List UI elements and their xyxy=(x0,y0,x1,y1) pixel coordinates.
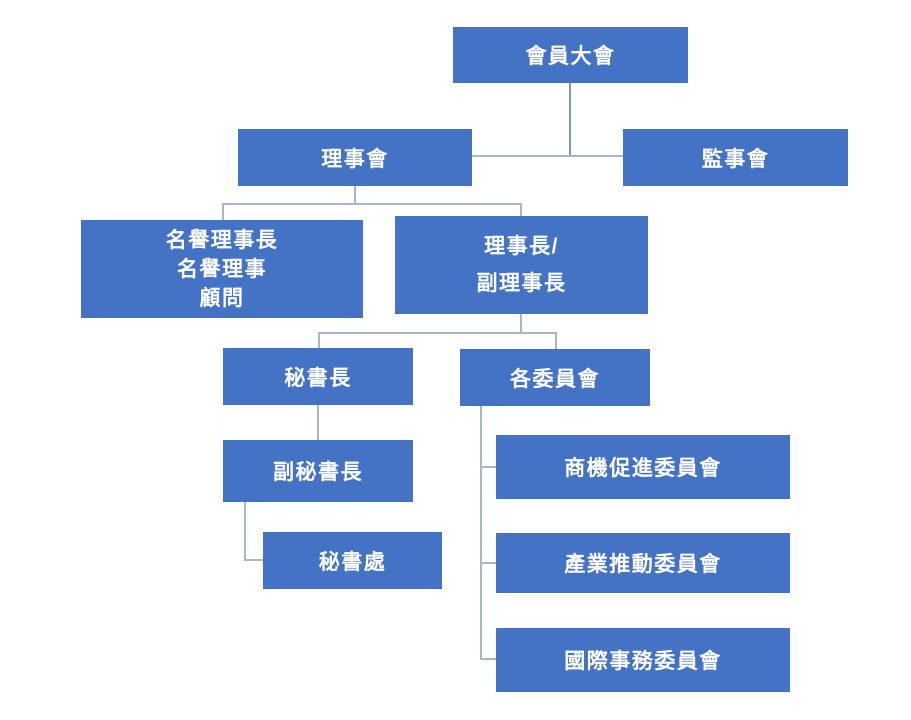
node-secretariat: 秘書處 xyxy=(263,532,442,589)
connector-committee-international-stub xyxy=(480,658,496,660)
connector-committee-industry-stub xyxy=(480,562,496,564)
node-label: 產業推動委員會 xyxy=(564,553,722,576)
connector-row3-horizontal xyxy=(222,203,522,205)
connector-secretary-general-drop xyxy=(318,332,320,348)
node-committee-international-affairs: 國際事務委員會 xyxy=(496,628,790,692)
node-deputy-secretary-general: 副秘書長 xyxy=(223,440,413,502)
node-committee-business-promotion: 商機促進委員會 xyxy=(496,435,790,499)
node-label: 副秘書長 xyxy=(273,461,363,484)
node-label: 理事長/ 副理事長 xyxy=(476,235,567,295)
connector-committee-business-stub xyxy=(480,466,496,468)
node-committees-group: 各委員會 xyxy=(460,349,650,406)
node-label: 商機促進委員會 xyxy=(564,457,722,480)
connector-honorary-drop xyxy=(222,203,224,220)
node-label: 理事會 xyxy=(321,147,389,171)
connector-chairman-down xyxy=(520,314,522,333)
node-secretary-general: 秘書長 xyxy=(223,348,413,405)
connector-row4-horizontal xyxy=(318,332,556,334)
node-committee-industry-promotion: 產業推動委員會 xyxy=(496,533,790,593)
node-chairman-vice-chairman: 理事長/ 副理事長 xyxy=(395,216,648,314)
connector-board-supervisory xyxy=(472,155,623,157)
node-label: 監事會 xyxy=(701,147,770,171)
node-honorary-advisors: 名譽理事長 名譽理事 顧問 xyxy=(81,220,363,318)
node-label: 秘書長 xyxy=(284,366,352,390)
node-supervisory-board: 監事會 xyxy=(623,129,848,186)
node-label: 秘書處 xyxy=(318,550,387,574)
node-label: 會員大會 xyxy=(525,45,616,68)
node-member-assembly: 會員大會 xyxy=(453,27,688,83)
connector-board-down xyxy=(354,186,356,204)
node-board-of-directors: 理事會 xyxy=(238,129,472,186)
connector-deputy-elbow-horizontal xyxy=(244,559,263,561)
node-label: 國際事務委員會 xyxy=(564,650,722,673)
connector-committees-spine xyxy=(480,406,482,660)
connector-committees-drop xyxy=(555,332,557,349)
node-label: 名譽理事長 名譽理事 顧問 xyxy=(165,228,279,310)
connector-assembly-down xyxy=(569,83,571,156)
connector-chairman-drop xyxy=(520,203,522,216)
node-label: 各委員會 xyxy=(510,367,600,391)
connector-deputy-elbow-vertical xyxy=(244,502,246,561)
connector-sg-to-deputy xyxy=(317,405,319,440)
